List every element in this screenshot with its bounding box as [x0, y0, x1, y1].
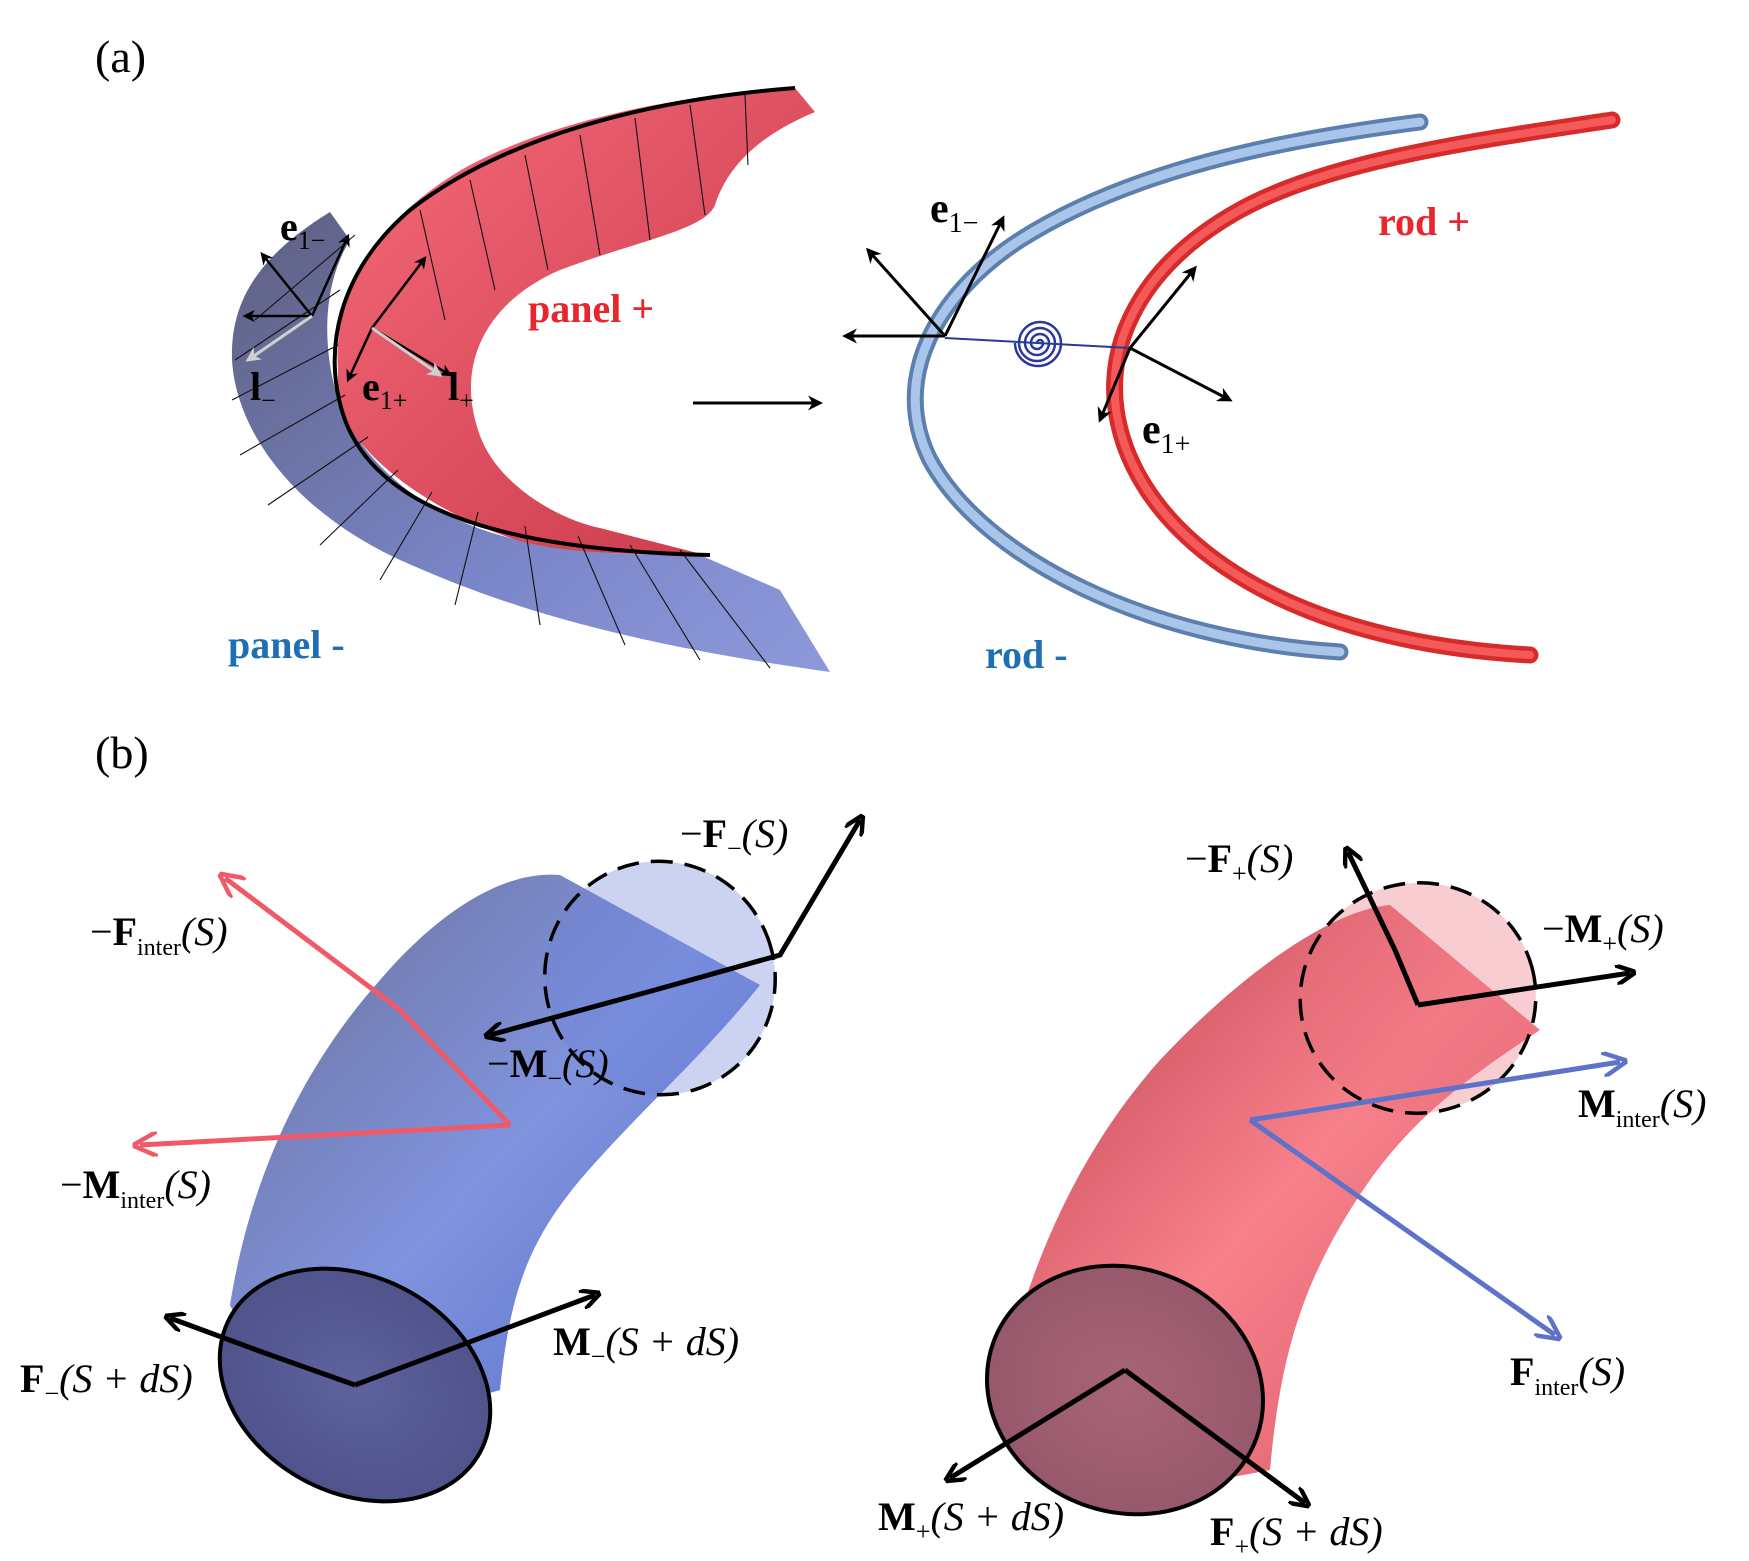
frame-right-plus	[1097, 265, 1233, 423]
label-neg-F-plus-S: −F+(S)	[1185, 836, 1293, 888]
spring-coil-icon	[1013, 320, 1063, 368]
panel-boundary-edge	[332, 86, 796, 557]
label-F-plus-SdS: F+(S + dS)	[1210, 1509, 1383, 1561]
rod-group	[906, 111, 1621, 664]
panel-label-b: (b)	[95, 727, 149, 778]
tube-plus-far-cap	[1298, 881, 1538, 1115]
label-M-inter-S: Minter(S)	[1578, 1081, 1706, 1133]
panel-plus-surface	[337, 88, 815, 555]
panel-surface-group	[231, 86, 830, 672]
arrow-neg-M-inter-S	[140, 1122, 511, 1145]
rod-plus	[1106, 111, 1621, 664]
tube-minus	[217, 859, 777, 1504]
arrow-neg-F-plus-S	[1348, 852, 1421, 1006]
arrow-neg-M-plus-S	[1417, 973, 1630, 1008]
tube-plus-near-cap	[984, 1263, 1266, 1517]
arrow-F-minus-SdS	[170, 1318, 356, 1388]
arrow-M-inter-S	[1249, 1062, 1620, 1123]
label-l-minus: l−	[250, 364, 276, 415]
label-l-plus: l+	[448, 364, 474, 415]
label-F-inter-S: Finter(S)	[1510, 1349, 1625, 1401]
label-panel-plus: panel +	[528, 286, 654, 331]
arrow-F-plus-SdS	[1123, 1367, 1305, 1503]
arrow-neg-F-inter-S	[225, 878, 512, 1127]
label-panel-minus: panel -	[228, 622, 345, 667]
arrows-tube-minus	[140, 820, 860, 1388]
labels-b: −F−(S) −Finter(S) −M−(S) −Minter(S) F−(S…	[20, 811, 1706, 1561]
label-M-minus-SdS: M−(S + dS)	[553, 1319, 739, 1371]
label-M-plus-SdS: M+(S + dS)	[878, 1494, 1064, 1546]
panel-label-a: (a)	[95, 31, 146, 82]
label-e1-minus-left: e1−	[280, 204, 325, 255]
label-F-minus-SdS: F−(S + dS)	[20, 1356, 193, 1408]
tube-minus-far-cap	[543, 859, 777, 1097]
label-neg-F-minus-S: −F−(S)	[680, 811, 788, 863]
frame-left-minus	[242, 233, 350, 323]
arrow-M-minus-SdS	[354, 1295, 595, 1388]
panel-ruling-lines	[231, 94, 771, 669]
arrow-M-plus-SdS	[950, 1367, 1127, 1478]
label-neg-M-minus-S: −M−(S)	[487, 1041, 609, 1093]
rod-minus	[906, 113, 1429, 661]
label-rod-plus: rod +	[1378, 199, 1470, 244]
tube-plus	[984, 881, 1540, 1517]
arrow-neg-M-minus-S	[490, 987, 656, 1035]
label-neg-M-inter-S: −Minter(S)	[60, 1162, 211, 1214]
l-plus-vector	[371, 326, 443, 377]
label-e1-minus-right: e1−	[930, 186, 978, 239]
label-rod-minus: rod -	[985, 632, 1068, 677]
label-neg-M-plus-S: −M+(S)	[1542, 906, 1664, 958]
l-minus-vector	[245, 314, 313, 362]
label-neg-F-inter-S: −Finter(S)	[90, 909, 228, 961]
arrows-tube-plus	[950, 852, 1630, 1503]
label-e1-plus-left: e1+	[362, 364, 407, 415]
panel-minus-surface	[231, 212, 830, 672]
arrow-neg-F-minus-S	[654, 820, 860, 993]
frame-right-minus	[842, 215, 1005, 344]
arrow-F-inter-S	[1248, 1117, 1555, 1335]
label-e1-plus-right: e1+	[1142, 407, 1190, 460]
